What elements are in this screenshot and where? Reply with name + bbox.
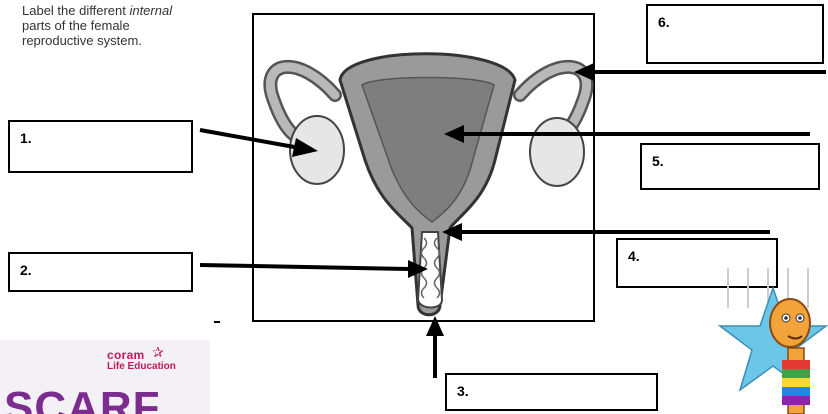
label-number-6: 6. [658, 14, 670, 30]
coram-scarf-logo: coram ✰ Life Education SCARF [0, 340, 210, 414]
label-number-4: 4. [628, 248, 640, 264]
giraffe-mascot-icon [718, 268, 828, 414]
label-box-6[interactable]: 6. [646, 4, 824, 64]
label-box-2[interactable]: 2. [8, 252, 193, 292]
label-number-1: 1. [20, 130, 32, 146]
logo-wordmark: SCARF [4, 386, 161, 414]
label-number-3: 3. [457, 383, 469, 399]
arrow-line-2 [200, 265, 410, 269]
label-number-5: 5. [652, 153, 664, 169]
label-box-5[interactable]: 5. [640, 143, 820, 190]
label-box-1[interactable]: 1. [8, 120, 193, 173]
arrowhead-3 [426, 316, 444, 336]
logo-subtitle: Life Education [107, 361, 176, 372]
coram-star-icon: ✰ [152, 344, 164, 361]
right-ovary [530, 118, 584, 186]
label-box-3[interactable]: 3. [445, 373, 658, 411]
logo-brand: coram [107, 348, 145, 362]
label-number-2: 2. [20, 262, 32, 278]
